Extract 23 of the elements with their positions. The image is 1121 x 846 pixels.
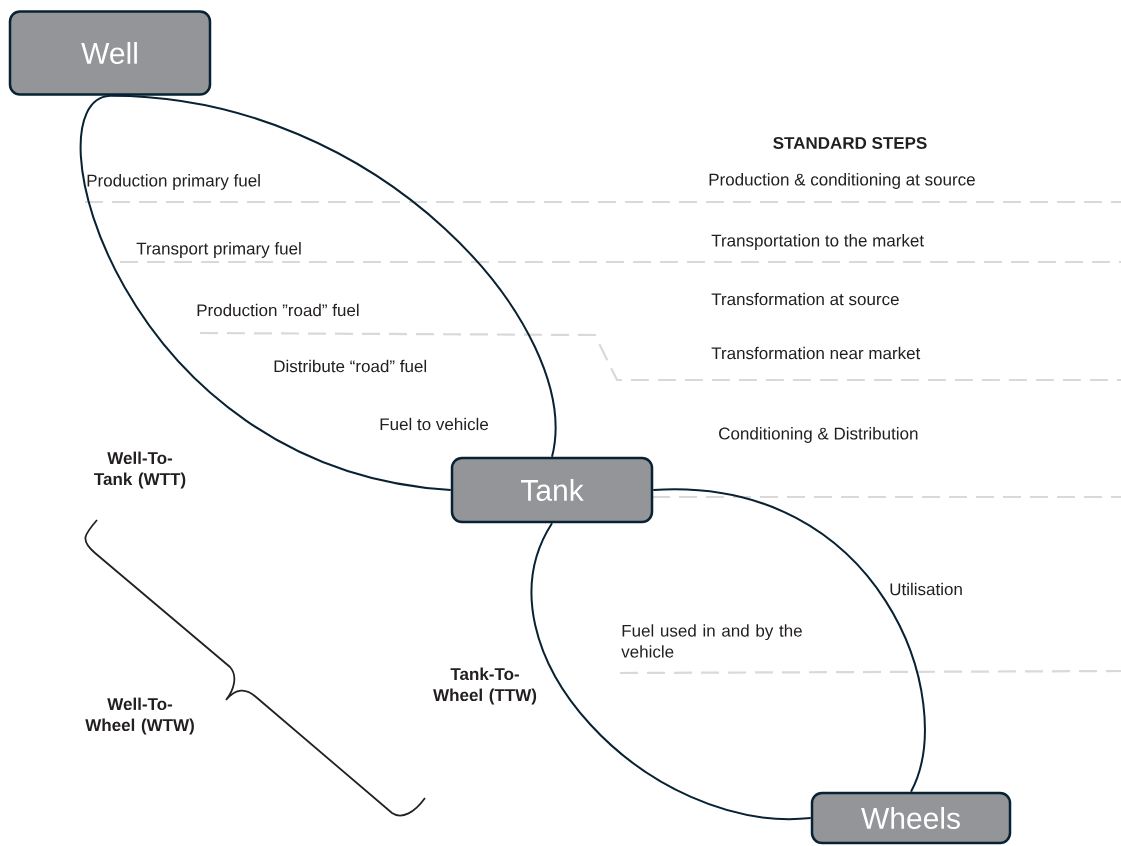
ellipse-arc [652, 489, 926, 793]
section-label: Well-To-Wheel (WTW) [85, 697, 194, 735]
ellipse-arc [530, 522, 812, 820]
stage-box: Wheels [810, 791, 1012, 845]
step-label: Transformation near market [711, 346, 921, 360]
step-label: Production ”road” fuel [197, 303, 359, 317]
heading: STANDARD STEPS [773, 137, 927, 150]
step-label: Distribute “road” fuel [274, 359, 427, 373]
step-label: Transportation to the market [711, 234, 924, 250]
stage-box: Tank [450, 456, 654, 524]
section-label: Well-To-Tank (WTT) [94, 451, 186, 489]
ellipse-arc [109, 94, 557, 458]
step-label: Production primary fuel [87, 174, 260, 190]
ellipse-arc [79, 94, 452, 491]
step-label: Production & conditioning at source [709, 173, 975, 189]
step-label: Fuel used in and by the vehicle [621, 624, 802, 658]
step-label: Transformation at source [711, 292, 899, 306]
section-label: Tank-To-Wheel (TTW) [433, 667, 537, 705]
step-label: Fuel to vehicle [380, 417, 489, 431]
step-label: Conditioning & Distribution [719, 427, 918, 443]
step-label: Utilisation [890, 582, 962, 596]
step-label: Transport primary fuel [136, 242, 301, 258]
stage-box: Well [8, 10, 212, 96]
